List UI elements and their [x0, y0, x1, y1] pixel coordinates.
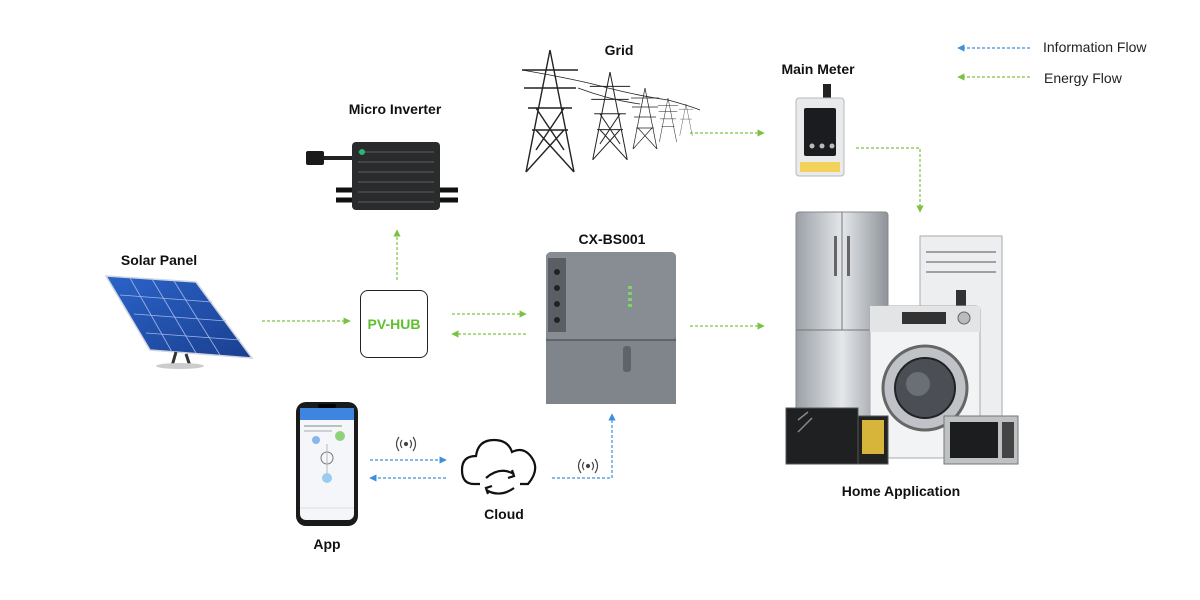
main-meter-icon: [795, 84, 845, 177]
arrow-meter-to-home: [856, 147, 924, 213]
grid-towers-icon: [521, 49, 701, 173]
cx-bs001-battery-icon: [546, 252, 676, 404]
label-main-meter: Main Meter: [781, 61, 855, 77]
home-appliances-icon: [785, 211, 1019, 465]
energy-flow-arrows: [262, 129, 924, 338]
label-solar-panel: Solar Panel: [120, 252, 198, 268]
legend-information-flow: Information Flow: [1043, 39, 1147, 55]
legend-energy-flow: Energy Flow: [1044, 70, 1122, 86]
cloud-icon: [460, 438, 537, 495]
wireless-signal-icon-app: [395, 436, 417, 452]
phone-app-icon: [296, 402, 358, 526]
label-home-application: Home Application: [841, 483, 961, 499]
label-cloud: Cloud: [484, 506, 524, 522]
arrow-cloud-to-battery: [552, 413, 616, 479]
pv-hub-box: PV-HUB: [360, 290, 428, 358]
pv-hub-label: PV-HUB: [367, 316, 421, 332]
label-grid: Grid: [604, 42, 634, 58]
information-flow-arrows: [369, 413, 616, 482]
solar-panel-icon: [104, 275, 254, 369]
label-app: App: [313, 536, 341, 552]
label-micro-inverter: Micro Inverter: [348, 101, 442, 117]
wireless-signal-icon-cloud: [577, 458, 599, 474]
micro-inverter-icon: [306, 142, 458, 210]
label-cx-bs001: CX-BS001: [578, 231, 646, 247]
